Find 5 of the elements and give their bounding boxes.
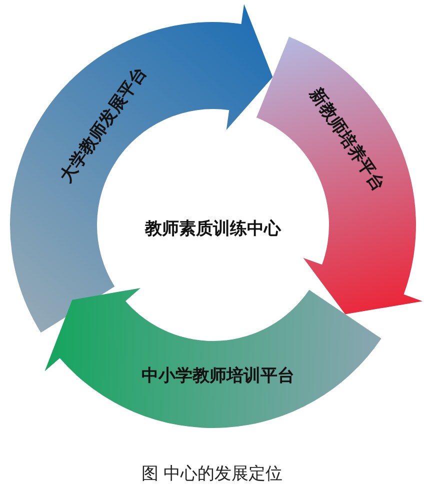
center-label: 教师素质训练中心 <box>145 218 281 240</box>
platform-label: 大学教师发展平台 <box>55 62 152 188</box>
platform-label: 新教师培养平台 <box>305 84 390 196</box>
platform-label: 中小学教师培训平台 <box>141 365 294 388</box>
figure-caption: 图 中心的发展定位 <box>140 463 284 485</box>
